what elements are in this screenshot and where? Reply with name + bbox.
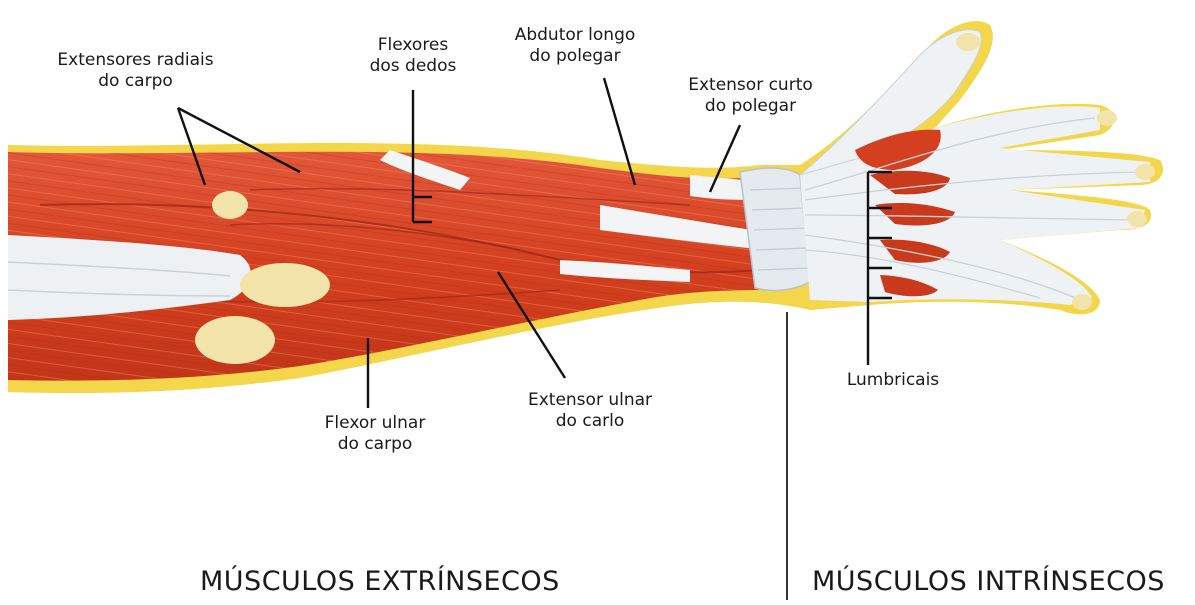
label-abdutor-longo: Abdutor longo do polegar bbox=[490, 25, 660, 67]
label-flexores-dedos: Flexores dos dedos bbox=[348, 35, 478, 77]
label-lumbricais: Lumbricais bbox=[828, 370, 958, 391]
label-extensor-curto: Extensor curto do polegar bbox=[668, 75, 833, 117]
label-flexor-ulnar: Flexor ulnar do carpo bbox=[305, 413, 445, 455]
label-extensor-ulnar: Extensor ulnar do carlo bbox=[510, 390, 670, 432]
epicondyle-bone bbox=[195, 316, 275, 364]
olecranon-bone bbox=[240, 263, 330, 307]
label-extensores-radiais: Extensores radiais do carpo bbox=[38, 50, 233, 92]
section-title-intrinsic: MÚSCULOS INTRÍNSECOS bbox=[812, 566, 1165, 597]
section-title-extrinsic: MÚSCULOS EXTRÍNSECOS bbox=[200, 566, 560, 597]
section-divider bbox=[786, 312, 788, 600]
